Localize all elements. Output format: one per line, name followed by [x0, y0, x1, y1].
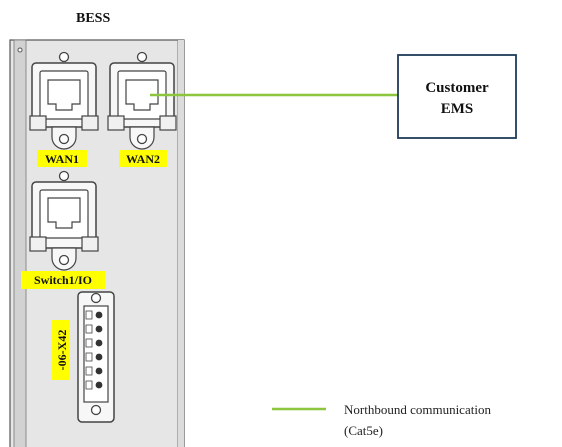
svg-text:-06-X42: -06-X42: [55, 330, 69, 371]
legend-label-line1: Northbound communication: [344, 402, 491, 417]
svg-text:WAN2: WAN2: [126, 152, 160, 166]
ems-label-line2: EMS: [441, 101, 474, 117]
wan1-label: WAN1: [37, 150, 87, 167]
svg-text:WAN1: WAN1: [45, 152, 79, 166]
switch-label: Switch1/IO: [21, 271, 105, 289]
legend: Northbound communication (Cat5e): [272, 402, 491, 438]
switch-port[interactable]: [29, 170, 99, 271]
wan2-label: WAN2: [119, 150, 167, 167]
legend-label-line2: (Cat5e): [344, 423, 383, 438]
ems-label-line1: Customer: [425, 80, 489, 96]
customer-ems-box: Customer EMS: [397, 54, 517, 139]
wan2-port[interactable]: [107, 51, 177, 150]
svg-text:Switch1/IO: Switch1/IO: [34, 273, 92, 287]
terminal-block[interactable]: [77, 291, 115, 423]
wan1-port[interactable]: [29, 51, 99, 150]
bess-title: BESS: [76, 11, 110, 26]
terminal-label: -06-X42: [52, 320, 70, 380]
